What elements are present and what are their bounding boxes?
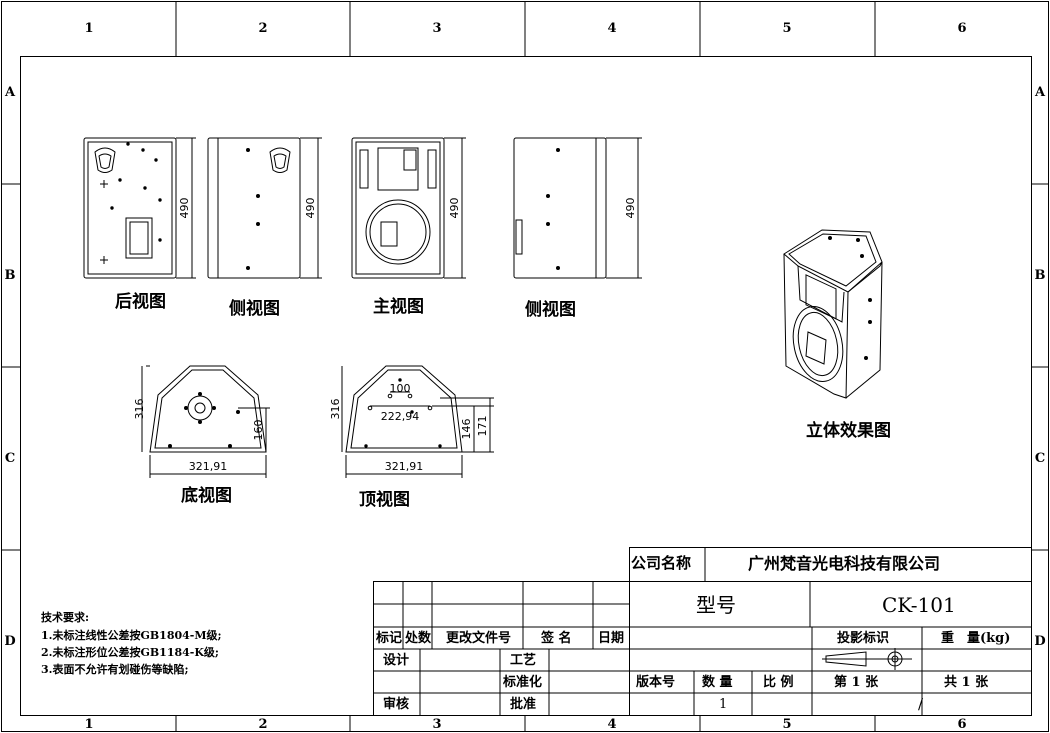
model-value: CK-101: [882, 593, 956, 617]
zone-row-b: B: [4, 268, 16, 283]
side-right-view-drawing: [513, 137, 642, 279]
top-depth-dim: 316: [329, 399, 342, 420]
top-inner-spacing-dim: 100: [390, 382, 411, 395]
zone-col-5-bottom: 5: [782, 717, 792, 732]
requirement-item-3: 3.表面不允许有划碰伤等缺陷;: [41, 663, 189, 676]
iso-view-drawing: [783, 229, 883, 399]
rev-header-date: 日期: [598, 631, 625, 646]
zone-col-3-bottom: 3: [432, 717, 442, 732]
requirements-title: 技术要求:: [41, 611, 90, 624]
bottom-view-drawing: [141, 365, 270, 478]
zone-row-a: A: [4, 85, 16, 100]
slash-mark: /: [918, 695, 924, 713]
zone-col-1-bottom: 1: [84, 717, 94, 732]
zone-row-d: D: [4, 634, 16, 649]
rear-view-drawing: [83, 137, 196, 279]
requirement-item-2: 2.未标注形位公差按GB1184-K级;: [41, 646, 219, 659]
rev-header-mark: 标记: [376, 631, 403, 646]
rear-height-dim: 490: [178, 198, 191, 219]
title-block-grid: [373, 547, 1032, 716]
top-view-drawing: [341, 365, 494, 478]
standardize-label: 标准化: [503, 675, 543, 690]
rev-header-sign: 签 名: [541, 631, 572, 646]
weight-label: 重 量(kg): [941, 631, 1011, 646]
side-left-view-drawing: [207, 137, 322, 279]
model-label: 型号: [696, 593, 736, 617]
quantity-label: 数 量: [702, 675, 733, 690]
version-label: 版本号: [636, 675, 676, 690]
bottom-view-label: 底视图: [181, 486, 232, 506]
sheet-total: 共 1 张: [944, 675, 989, 690]
top-view-label: 顶视图: [359, 490, 410, 510]
company-label: 公司名称: [631, 554, 692, 572]
top-hole-height-1-dim: 146: [460, 419, 473, 440]
zone-col-6: 6: [957, 21, 967, 36]
zone-row-a-right: A: [1034, 85, 1046, 100]
zone-row-c: C: [4, 451, 16, 466]
zone-col-2: 2: [258, 21, 268, 36]
zone-col-6-bottom: 6: [957, 717, 967, 732]
projection-symbol-icon: [822, 648, 912, 670]
side-left-height-dim: 490: [304, 198, 317, 219]
bottom-hole-dim: 160: [252, 420, 265, 441]
zone-col-4-bottom: 4: [607, 717, 617, 732]
top-outer-spacing-dim: 222,94: [381, 410, 420, 423]
side-right-height-dim: 490: [624, 198, 637, 219]
zone-col-1: 1: [84, 21, 94, 36]
side-left-view-label: 侧视图: [229, 299, 280, 319]
zone-col-3: 3: [432, 21, 442, 36]
side-right-view-label: 侧视图: [525, 300, 576, 320]
bottom-width-dim: 321,91: [189, 460, 228, 473]
quantity-value: 1: [719, 697, 728, 712]
front-view-label: 主视图: [373, 297, 424, 317]
projection-label: 投影标识: [837, 631, 890, 646]
rear-view-label: 后视图: [115, 292, 166, 312]
zone-row-d-right: D: [1034, 634, 1046, 649]
rev-header-doc: 更改文件号: [446, 631, 512, 646]
zone-col-5: 5: [782, 21, 792, 36]
top-width-dim: 321,91: [385, 460, 424, 473]
rev-header-count: 处数: [405, 631, 432, 646]
company-name: 广州梵音光电科技有限公司: [748, 554, 941, 573]
bottom-depth-dim: 316: [133, 399, 146, 420]
requirement-item-1: 1.未标注线性公差按GB1804-M级;: [41, 629, 222, 642]
zone-row-b-right: B: [1034, 268, 1046, 283]
iso-view-label: 立体效果图: [806, 421, 891, 441]
zone-row-c-right: C: [1034, 451, 1046, 466]
front-height-dim: 490: [448, 198, 461, 219]
scale-label: 比 例: [763, 675, 794, 690]
design-label: 设计: [383, 653, 410, 668]
front-view-drawing: [351, 137, 466, 279]
approve-label: 批准: [510, 697, 537, 712]
process-label: 工艺: [510, 653, 537, 668]
zone-col-4: 4: [607, 21, 617, 36]
sheet-number: 第 1 张: [834, 675, 879, 690]
review-label: 审核: [383, 697, 410, 712]
zone-col-2-bottom: 2: [258, 717, 268, 732]
top-hole-height-2-dim: 171: [476, 416, 489, 437]
